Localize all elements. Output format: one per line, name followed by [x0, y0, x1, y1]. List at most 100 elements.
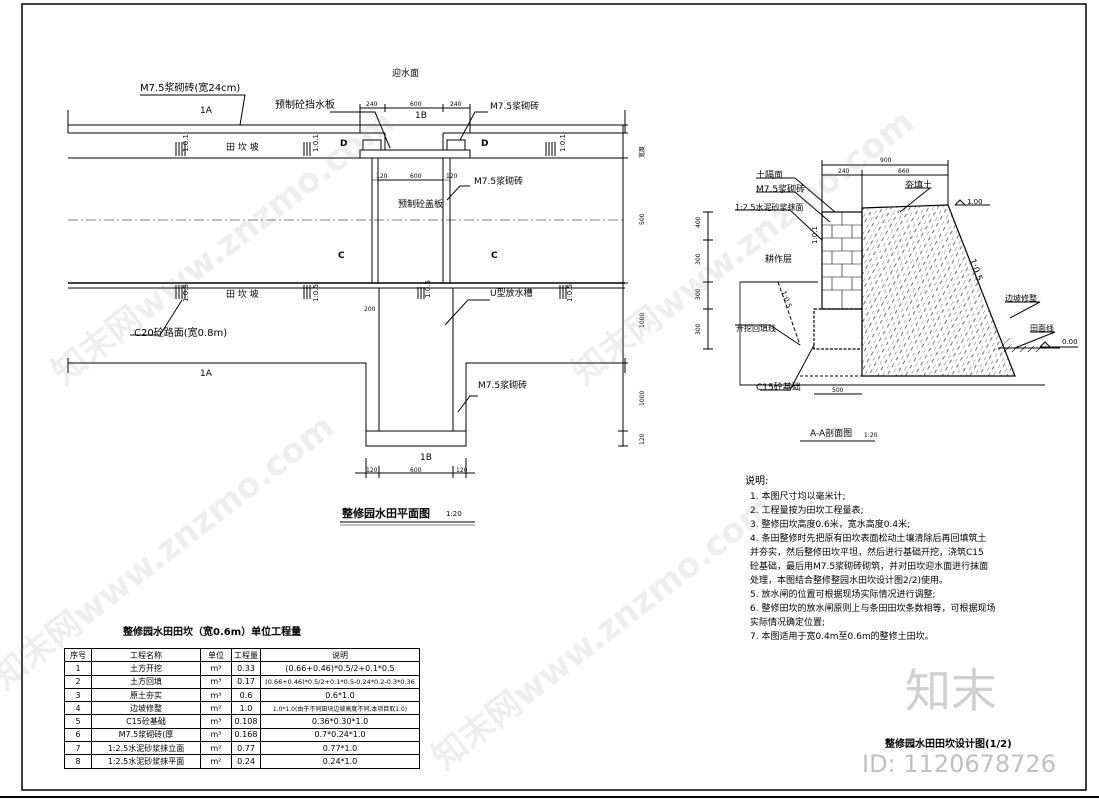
section-dim-left: 400	[695, 216, 702, 228]
dim-label: 240	[366, 101, 378, 108]
dim-label: 120	[376, 173, 388, 180]
mark-d-right: D	[481, 139, 489, 149]
note-item: 并夯实，然后整修田坎平坦，然后进行基础开挖，浇筑C15	[750, 548, 984, 558]
note-item: 4. 条田整修时先把原有田坎表面松动土壤清除后再回填筑土	[750, 534, 987, 544]
section-mark-1b-top: 1B	[415, 111, 427, 121]
section-mark-1b-bottom: 1B	[420, 453, 432, 463]
dim-label: 120	[456, 467, 468, 474]
section-mark-1a-bottom: 1A	[200, 369, 212, 379]
cell: 1:2.5水泥砂浆抹平面	[91, 754, 201, 769]
mark-c-left: C	[338, 251, 345, 261]
section-drawing	[703, 160, 1078, 442]
cell: m²	[200, 701, 232, 716]
dim-label: 200	[364, 306, 376, 313]
cell: 0.77	[231, 741, 261, 756]
edge-paving-label: 边坡修整	[1005, 294, 1037, 303]
dim-label-right: 500	[639, 213, 646, 225]
cell: 1	[64, 661, 92, 676]
cell: 0.168	[231, 727, 261, 743]
precast-cover-label: 预制砼盖板	[398, 200, 444, 210]
note-item: 3. 整修田坎高度0.6米，宽水高度0.4米;	[750, 520, 911, 530]
section-mark-1a-top: 1A	[200, 106, 212, 116]
note-item: 7. 本图适用于宽0.4m至0.6m的整修土田坎。	[750, 632, 934, 642]
slope-ratio: 1:0.5	[566, 284, 574, 302]
col-header: 说明	[260, 647, 420, 663]
section-scale: 1:20	[864, 432, 878, 439]
cell: M7.5浆砌砖(厚	[91, 727, 201, 743]
cell: 0.7*0.24*1.0	[260, 727, 420, 743]
cell: 1:2.5水泥砂浆抹立面	[91, 741, 201, 756]
notes-heading: 说明:	[745, 476, 769, 487]
cell: 0.6*1.0	[260, 687, 420, 703]
cell: 6	[64, 727, 92, 743]
cell: m³	[200, 687, 232, 703]
u-channel-label: U型放水槽	[490, 289, 533, 299]
elev-bottom: 0.00	[1062, 338, 1078, 346]
cell: 0.24	[231, 754, 261, 769]
cell: m²	[200, 754, 232, 769]
mortar-label: 1:2.5水泥砂浆抹面	[735, 203, 804, 212]
upstream-label: 迎水面	[392, 69, 420, 79]
wall-label: M7.5浆砌砖(宽24cm)	[140, 83, 241, 94]
section-dim-top: 900	[880, 157, 892, 164]
slope-ratio: 1:0.1	[559, 134, 567, 152]
cell: 4	[64, 701, 92, 716]
dim-label: 600	[410, 101, 422, 108]
cell: 0.6	[231, 687, 261, 703]
cell: 1.0*1.0(由于不同田块边坡高度不同,本项目取1.0)	[260, 701, 420, 716]
c20-path-label: C20砼路面(宽0.8m)	[134, 328, 228, 339]
dim-label: 600	[410, 467, 422, 474]
cell: 土方回填	[91, 674, 201, 689]
drawing-title: 整修园水田田坎设计图(1/2)	[885, 739, 1012, 750]
section-dim-base: 500	[832, 387, 844, 394]
cell: 0.17	[231, 674, 261, 689]
note-item: 5. 放水闸的位置可根据现场实际情况进行调整;	[750, 590, 936, 600]
mark-d-left: D	[340, 139, 348, 149]
cell: 2	[64, 674, 92, 689]
c15-base-label: C15砼基础	[756, 383, 801, 393]
cell: 0.33	[231, 661, 261, 676]
sheet-frame	[21, 3, 1087, 791]
cell: 7	[64, 741, 92, 756]
cell: 0.24*1.0	[260, 754, 420, 769]
cell: m³	[200, 727, 232, 743]
m75-brick-label-mid: M7.5浆砌砖	[474, 177, 524, 187]
dim-label: 600	[410, 173, 422, 180]
m75-brick-label-right: M7.5浆砌砖	[490, 102, 540, 112]
plough-layer-label: 耕作层	[765, 255, 793, 265]
mark-c-right: C	[491, 251, 498, 261]
cell: 土方开挖	[91, 661, 201, 676]
section-dim-small: 240	[838, 168, 850, 175]
plan-scale: 1:20	[446, 510, 462, 518]
cell: m³	[200, 661, 232, 676]
cell: (0.66+0.46)*0.5/2+0.1*0.5	[260, 661, 420, 676]
note-item: 2. 工程量按为田坎工程量表;	[750, 506, 864, 516]
cell: 边坡修整	[91, 701, 201, 716]
cell: 原土夯实	[91, 687, 201, 703]
dim-label-right: 1000	[639, 390, 646, 406]
table-title: 整修园水田田坎（宽0.6m）单位工程量	[123, 627, 302, 638]
section-dim-left: 300	[695, 323, 702, 335]
elev-top: 1.00	[967, 198, 983, 206]
cell: C15砼基础	[91, 714, 201, 729]
ridge-slope-label-bottom: 田 坎 坡	[226, 290, 259, 300]
id-label: ID: 1120678726	[862, 750, 1056, 778]
dim-label-right: 宽度	[639, 145, 646, 158]
trench-backfill-label: 开挖回填线	[736, 324, 776, 333]
slope-ratio: 1:0.1	[182, 134, 190, 152]
col-header: 工程名称	[91, 647, 201, 663]
cell: 1.0	[231, 701, 261, 716]
field-line-label: 田面线	[1030, 324, 1054, 333]
cell: 8	[64, 754, 92, 769]
m75-brick-section-label: M7.5浆砌砖	[756, 185, 806, 195]
col-header: 单位	[200, 647, 232, 663]
cell: m³	[200, 714, 232, 729]
cell: 3	[64, 687, 92, 703]
cell: 5	[64, 714, 92, 729]
